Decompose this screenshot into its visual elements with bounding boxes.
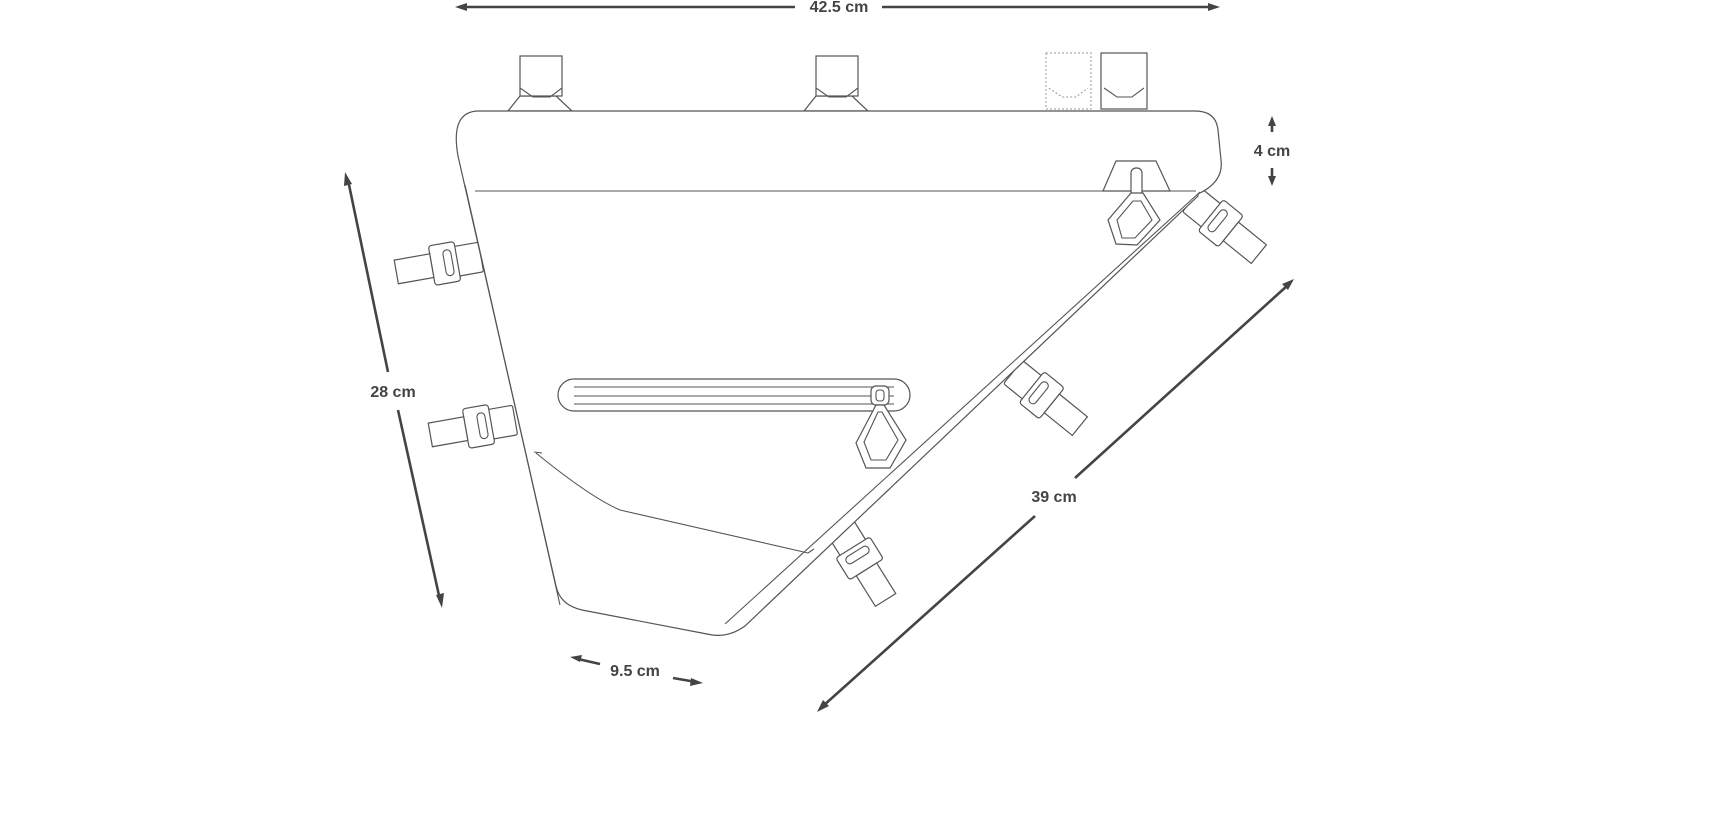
seat-tube-seam	[464, 184, 561, 606]
top-strap-loop-1	[506, 55, 574, 112]
dimension-label-diagonal: 39 cm	[1031, 489, 1076, 506]
dimension-left: 28 cm	[344, 172, 444, 608]
zipper-pocket	[557, 378, 911, 412]
dimension-label-left: 28 cm	[370, 384, 415, 401]
dimension-label-height: 4 cm	[1254, 143, 1290, 160]
dimension-top: 42.5 cm	[455, 0, 1220, 16]
dimension-label-top: 42.5 cm	[810, 0, 869, 16]
zipper-pull-top	[1102, 160, 1171, 246]
left-buckle-upper	[392, 236, 486, 293]
bottom-panel-seam	[535, 452, 809, 554]
zipper-pull-pocket	[855, 385, 907, 469]
bag-body	[455, 110, 1222, 636]
top-strap-loop-2	[802, 55, 870, 112]
left-buckle-lower	[426, 399, 520, 456]
dimension-bottom: 9.5 cm	[570, 655, 703, 686]
dimension-label-bottom: 9.5 cm	[610, 663, 660, 680]
dimension-height: 4 cm	[1254, 116, 1290, 186]
dimension-diagonal: 39 cm	[817, 279, 1294, 712]
top-strap-loop-3	[1045, 52, 1148, 110]
